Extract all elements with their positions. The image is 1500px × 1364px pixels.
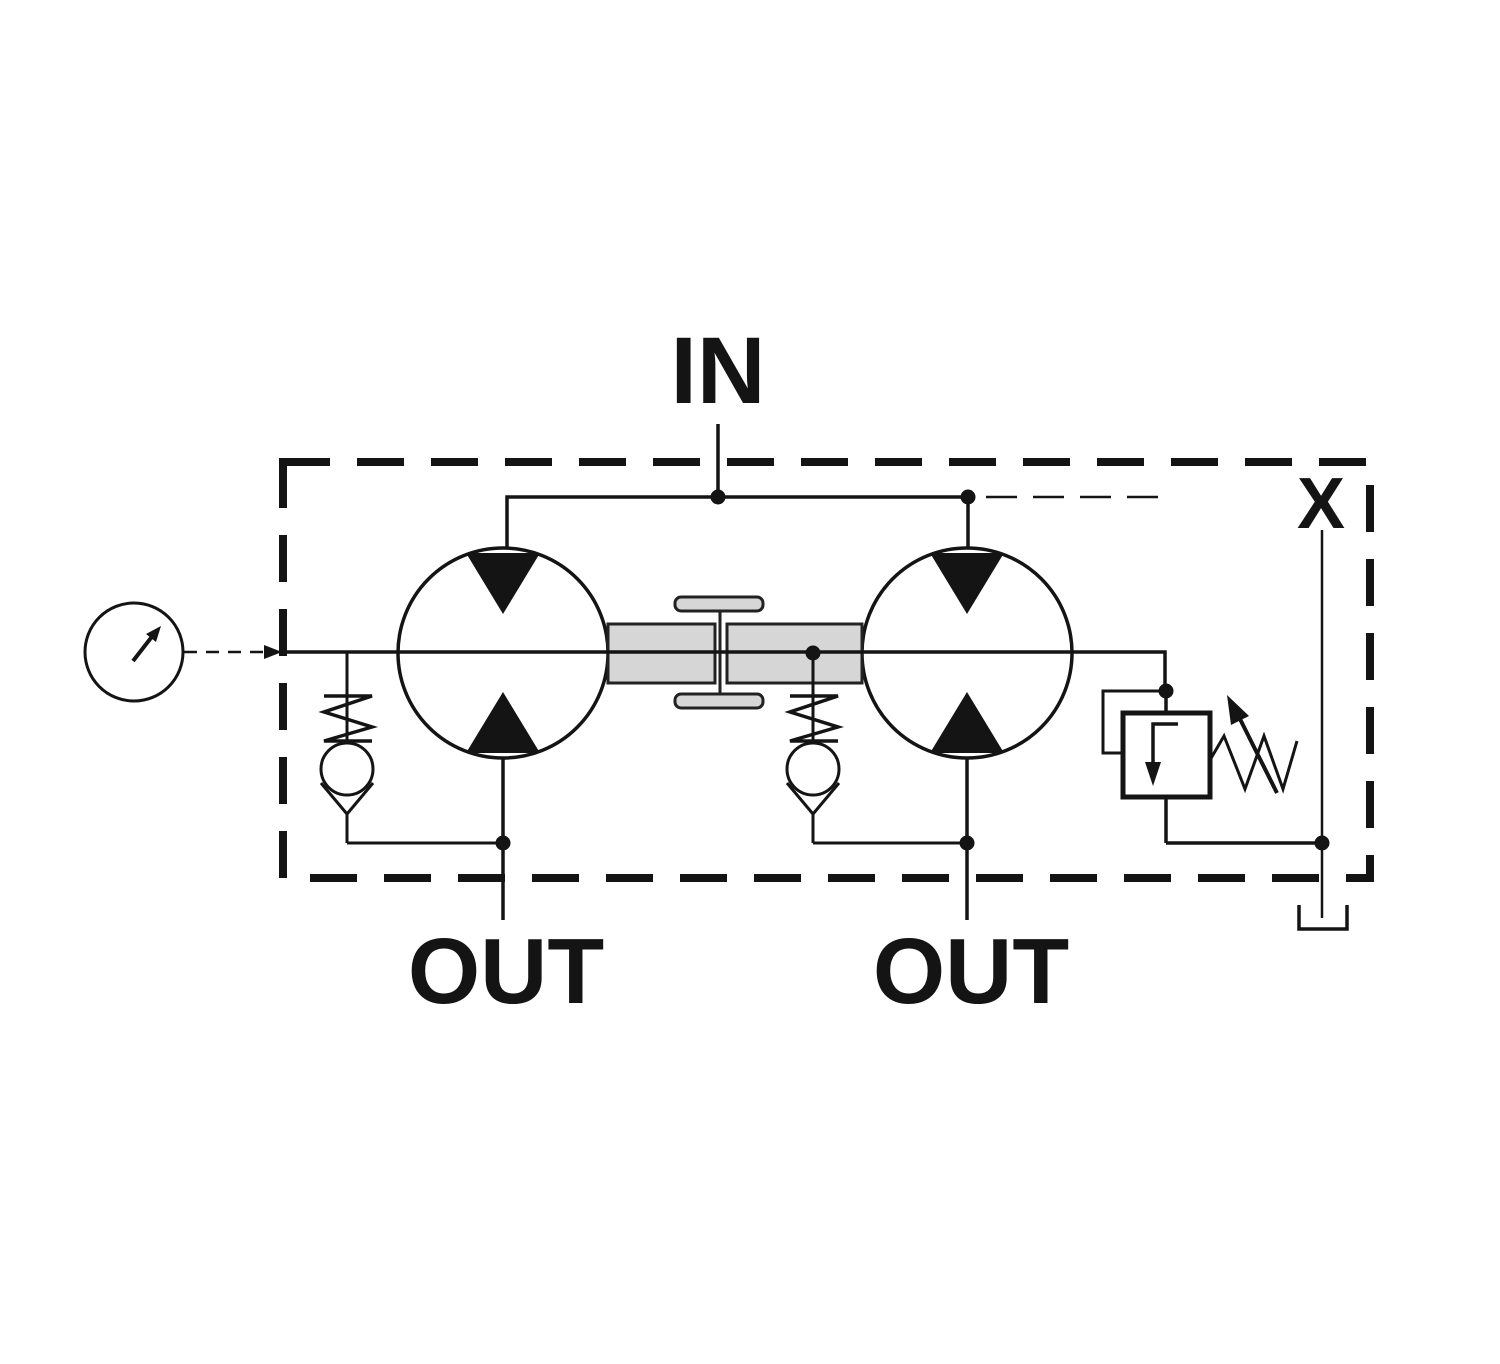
relief-valve-body — [1120, 710, 1213, 800]
junction-dot — [1158, 683, 1174, 699]
junction-dot — [1314, 835, 1330, 851]
coupling-plate-top — [673, 595, 765, 613]
manifold-line — [505, 495, 970, 549]
left-check-valve — [318, 653, 503, 845]
junction-dot — [805, 645, 821, 661]
tank-icon — [1297, 905, 1349, 931]
main-center-line — [283, 650, 1167, 691]
left-outlet-port-label: OUT — [408, 919, 604, 1023]
outlet-lines — [501, 758, 969, 920]
relief-spring-icon — [1208, 731, 1299, 794]
right-outlet-port-label: OUT — [873, 919, 1069, 1023]
check-valve-spring-icon — [784, 694, 845, 743]
relief-valve — [1101, 683, 1322, 845]
check-valve-ball-icon — [785, 741, 841, 797]
junction-dot — [960, 489, 976, 505]
junction-dot — [710, 489, 726, 505]
adjustment-arrow-shaft — [1235, 712, 1279, 794]
gauge-connection-arrow-icon — [264, 645, 282, 659]
adjustment-arrow-icon — [1227, 695, 1249, 725]
pressure-gauge — [83, 601, 282, 703]
junction-dot — [495, 835, 511, 851]
gauge-needle-icon — [131, 632, 156, 663]
flow-direction-triangles — [466, 553, 1004, 753]
pilot-port-label: X — [1297, 464, 1345, 544]
left-bottom-triangle-icon — [466, 692, 540, 753]
inlet-manifold — [505, 424, 1172, 549]
assembly-boundary-box — [279, 458, 1374, 882]
check-valve-spring-icon — [318, 694, 379, 743]
right-check-valve — [784, 653, 967, 845]
gauge-dial-icon — [83, 601, 185, 703]
check-valve-ball-icon — [319, 741, 375, 797]
gauge-needle-tip — [146, 626, 161, 642]
right-top-triangle-icon — [930, 553, 1004, 614]
pilot-drain — [1297, 530, 1349, 931]
relief-flow-path — [1151, 722, 1178, 765]
inlet-port-label: IN — [671, 318, 766, 424]
right-bottom-triangle-icon — [930, 692, 1004, 753]
coupling-plate-bottom — [673, 692, 765, 710]
relief-pilot-loop — [1101, 689, 1166, 755]
relief-flow-arrow-icon — [1145, 762, 1161, 786]
left-top-triangle-icon — [466, 553, 540, 614]
junction-dot — [959, 835, 975, 851]
